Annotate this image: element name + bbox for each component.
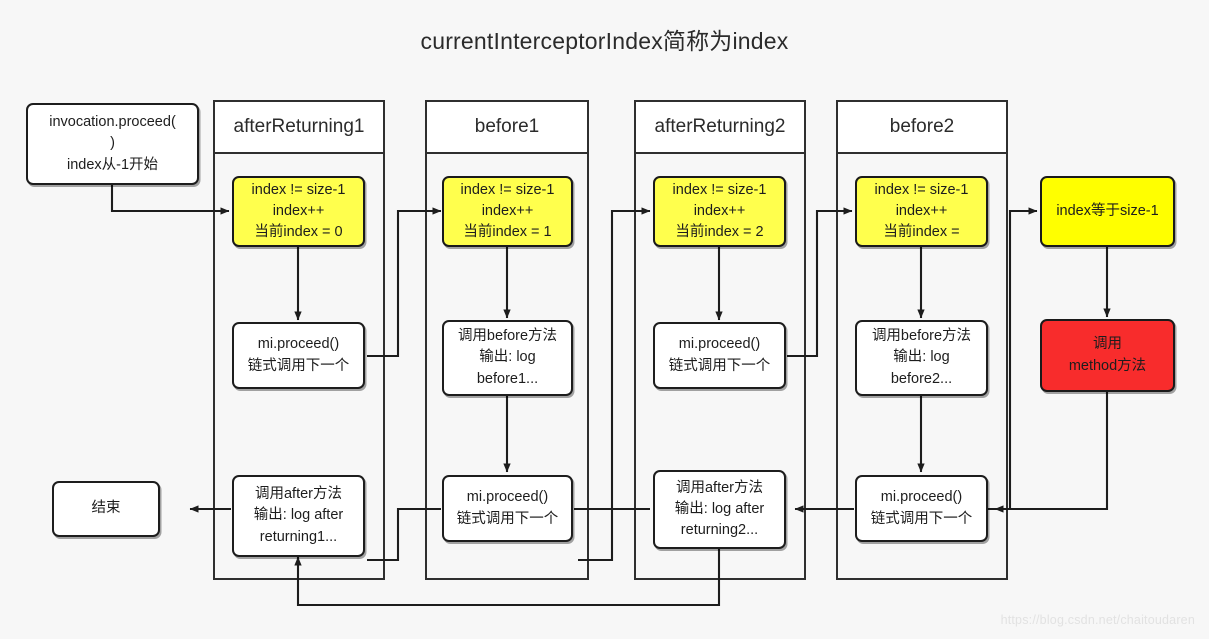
lane-header-afterReturning1: afterReturning1 (215, 102, 383, 154)
node-index-equals-size[interactable]: index等于size-1 (1040, 176, 1175, 247)
page-title: currentInterceptorIndex简称为index (420, 28, 789, 54)
node-afterReturning1-proceed[interactable]: mi.proceed() 链式调用下一个 (232, 322, 365, 389)
node-before1-proceed[interactable]: mi.proceed() 链式调用下一个 (442, 475, 573, 542)
node-start[interactable]: invocation.proceed( ) index从-1开始 (26, 103, 199, 185)
node-afterReturning2-condition[interactable]: index != size-1 index++ 当前index = 2 (653, 176, 786, 247)
node-afterReturning2-proceed[interactable]: mi.proceed() 链式调用下一个 (653, 322, 786, 389)
node-invoke-method[interactable]: 调用 method方法 (1040, 319, 1175, 392)
node-before1-before[interactable]: 调用before方法 输出: log before1... (442, 320, 573, 396)
node-before2-proceed-label: mi.proceed() 链式调用下一个 (870, 489, 973, 527)
node-before2-before-label: 调用before方法 输出: log before2... (871, 328, 972, 387)
node-end-label: 结束 (91, 500, 121, 517)
node-before1-before-label: 调用before方法 输出: log before1... (457, 328, 558, 387)
watermark: https://blog.csdn.net/chaitoudaren (1000, 613, 1195, 627)
node-before1-condition[interactable]: index != size-1 index++ 当前index = 1 (442, 176, 573, 247)
node-afterReturning1-after-label: 调用after方法 输出: log after returning1... (253, 486, 344, 545)
lane-header-before2: before2 (838, 102, 1006, 154)
node-before1-proceed-label: mi.proceed() 链式调用下一个 (456, 489, 559, 527)
node-before2-proceed[interactable]: mi.proceed() 链式调用下一个 (855, 475, 988, 542)
node-before2-before[interactable]: 调用before方法 输出: log before2... (855, 320, 988, 396)
node-before2-condition[interactable]: index != size-1 index++ 当前index = (855, 176, 988, 247)
node-afterReturning1-condition[interactable]: index != size-1 index++ 当前index = 0 (232, 176, 365, 247)
node-before1-condition-label: index != size-1 index++ 当前index = 1 (460, 181, 555, 241)
node-afterReturning2-proceed-label: mi.proceed() 链式调用下一个 (668, 336, 771, 374)
node-afterReturning2-after[interactable]: 调用after方法 输出: log after returning2... (653, 470, 786, 549)
node-afterReturning1-condition-label: index != size-1 index++ 当前index = 0 (251, 181, 346, 241)
node-before2-condition-label: index != size-1 index++ 当前index = (874, 181, 969, 241)
node-afterReturning2-after-label: 调用after方法 输出: log after returning2... (674, 479, 765, 538)
node-afterReturning1-proceed-label: mi.proceed() 链式调用下一个 (247, 336, 350, 374)
node-start-label: invocation.proceed( ) index从-1开始 (49, 114, 176, 173)
node-invoke-method-label: 调用 method方法 (1068, 336, 1147, 374)
node-afterReturning2-condition-label: index != size-1 index++ 当前index = 2 (672, 181, 767, 241)
node-afterReturning1-after[interactable]: 调用after方法 输出: log after returning1... (232, 475, 365, 557)
node-index-equals-size-label: index等于size-1 (1056, 202, 1159, 219)
lane-header-before1: before1 (427, 102, 587, 154)
lane-header-afterReturning2: afterReturning2 (636, 102, 804, 154)
node-end[interactable]: 结束 (52, 481, 160, 537)
